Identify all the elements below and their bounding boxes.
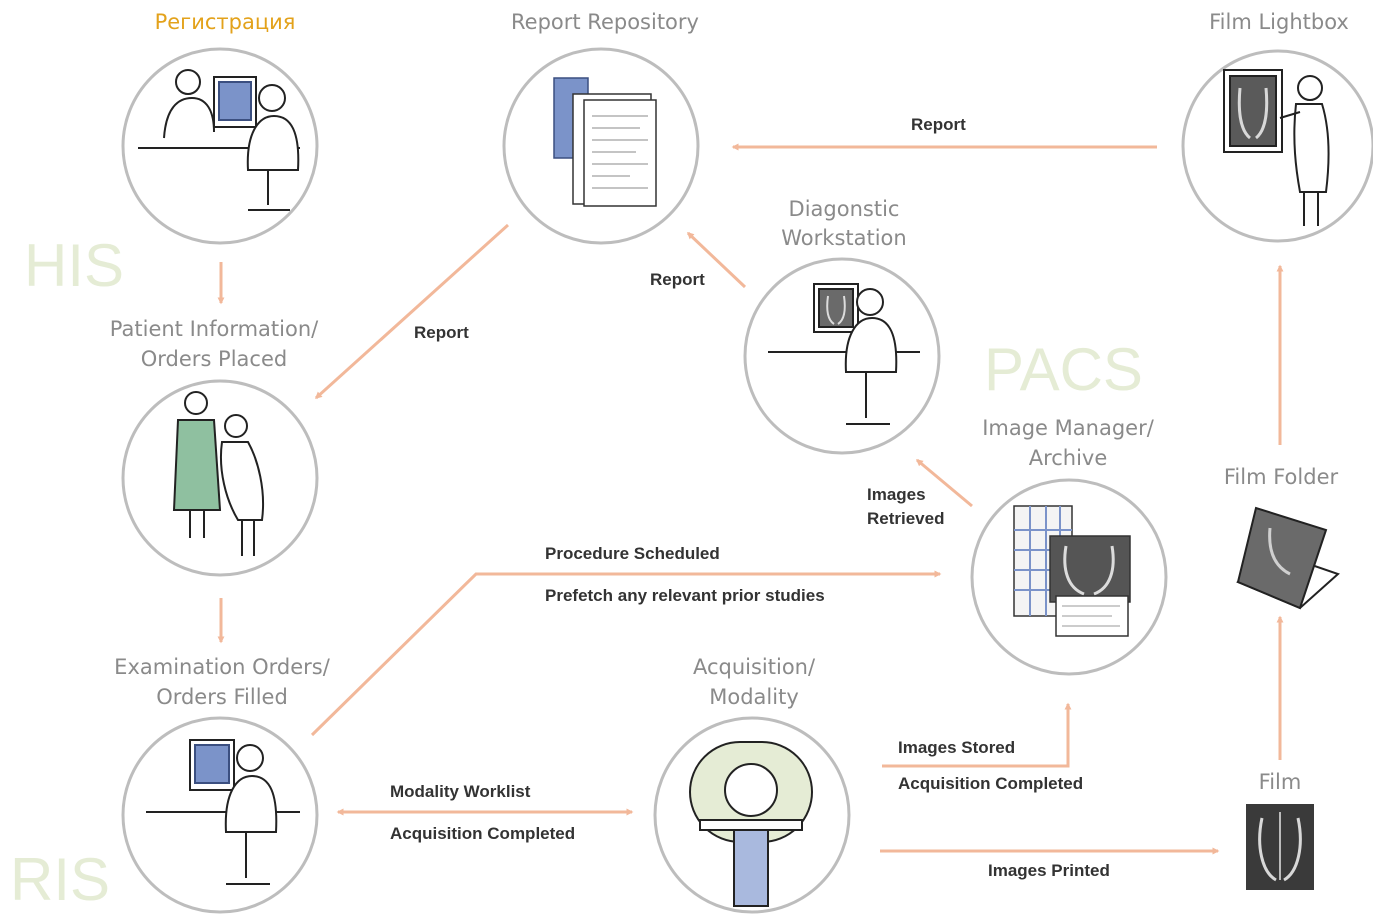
system-label-ris: RIS bbox=[10, 846, 111, 913]
edge-label-report-workstation: Report bbox=[650, 270, 705, 289]
edge-label-images-retrieved-1: Images bbox=[867, 485, 926, 504]
film-label: Film bbox=[1258, 770, 1302, 794]
patient-information-label-2: Orders Placed bbox=[140, 347, 288, 371]
diagnostic-workstation-circle bbox=[743, 257, 941, 455]
registration-desk-icon bbox=[138, 69, 300, 211]
edge-label-images-retrieved-2: Retrieved bbox=[867, 509, 945, 528]
report-repository-label: Report Repository bbox=[511, 10, 699, 34]
arrow-workstation-to-repository bbox=[686, 231, 747, 289]
film-folder-label: Film Folder bbox=[1223, 465, 1339, 489]
arrow-procedure-scheduled bbox=[310, 570, 942, 737]
patient-information-label-1: Patient Information/ bbox=[109, 317, 319, 341]
patient-nurse-icon bbox=[172, 391, 265, 556]
image-archive-icon bbox=[1013, 505, 1131, 637]
system-label-his: HIS bbox=[24, 232, 125, 299]
xray-film-icon bbox=[1246, 804, 1314, 890]
edge-label-procedure-scheduled: Procedure Scheduled bbox=[545, 544, 720, 563]
ris-workstation-icon bbox=[146, 739, 300, 885]
edge-label-modality-worklist: Modality Worklist bbox=[390, 782, 531, 801]
film-lightbox-label: Film Lightbox bbox=[1209, 10, 1349, 34]
ct-scanner-icon bbox=[689, 741, 813, 907]
report-documents-icon bbox=[553, 77, 657, 207]
examination-orders-label-1: Examination Orders/ bbox=[114, 655, 330, 679]
examination-orders-label-2: Orders Filled bbox=[156, 685, 288, 709]
patient-information-circle bbox=[121, 379, 319, 577]
lightbox-viewer-icon bbox=[1223, 69, 1330, 226]
acquisition-label-1: Acquisition/ bbox=[692, 655, 816, 679]
workstation-icon bbox=[768, 283, 920, 425]
system-label-pacs: PACS bbox=[984, 336, 1143, 403]
arrow-repository-to-patient bbox=[314, 223, 510, 400]
edge-label-images-printed: Images Printed bbox=[988, 861, 1110, 880]
edge-label-images-stored: Images Stored bbox=[898, 738, 1016, 757]
diagnostic-workstation-label-2: Workstation bbox=[781, 226, 907, 250]
acquisition-label-2: Modality bbox=[709, 685, 799, 709]
film-folder-icon bbox=[1236, 506, 1340, 610]
edge-label-report-patient: Report bbox=[414, 323, 469, 342]
examination-orders-circle bbox=[121, 716, 319, 914]
edge-label-report-lightbox: Report bbox=[911, 115, 966, 134]
image-manager-label-2: Archive bbox=[1028, 446, 1108, 470]
registration-label: Регистрация bbox=[154, 10, 296, 34]
arrow-images-retrieved bbox=[915, 458, 973, 508]
edge-label-prefetch: Prefetch any relevant prior studies bbox=[545, 586, 825, 605]
diagnostic-workstation-label-1: Diagonstic bbox=[788, 197, 900, 221]
edge-label-acquisition-completed-ris: Acquisition Completed bbox=[390, 824, 576, 843]
edge-label-acquisition-completed-pacs: Acquisition Completed bbox=[898, 774, 1084, 793]
image-manager-label-1: Image Manager/ bbox=[982, 416, 1154, 440]
arrow-images-stored bbox=[882, 702, 1072, 768]
